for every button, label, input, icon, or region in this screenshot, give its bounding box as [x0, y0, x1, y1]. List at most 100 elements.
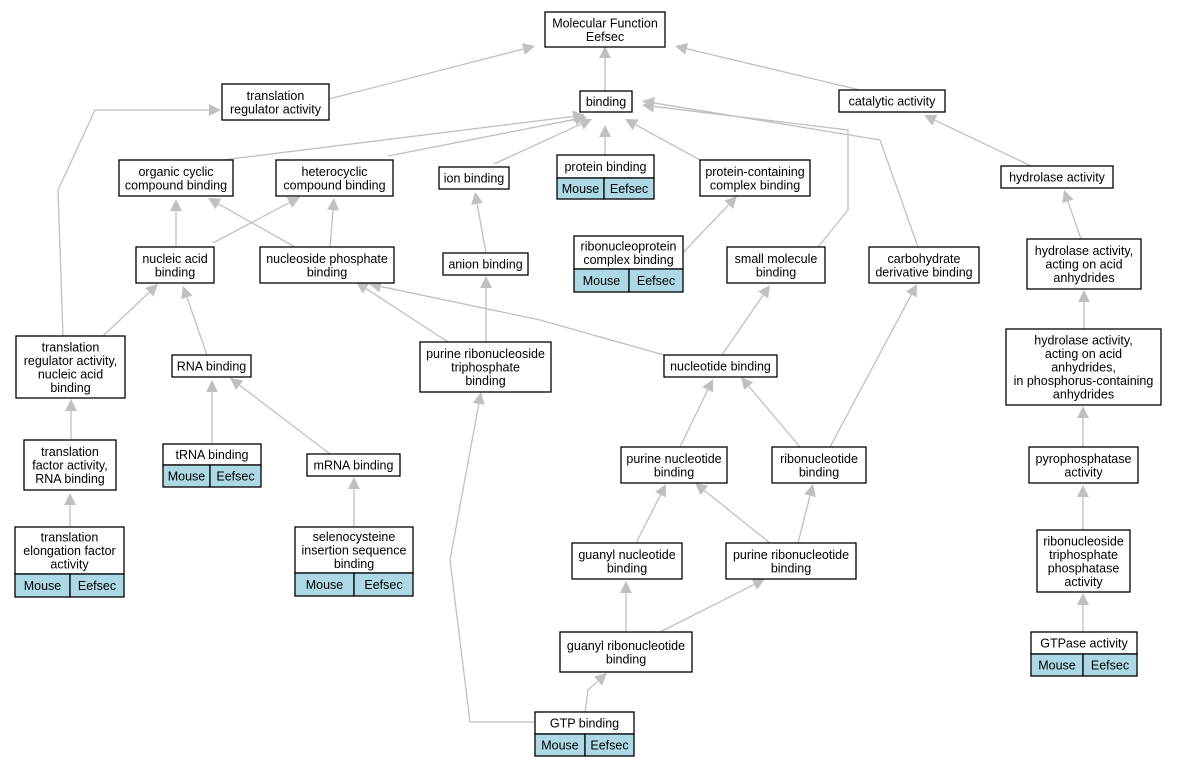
node-box	[726, 246, 826, 284]
node-label-line: acting on acid	[1045, 258, 1122, 272]
node-box	[275, 159, 394, 197]
node-label-line: nucleic acid	[142, 252, 207, 266]
edge-line	[329, 209, 334, 248]
arrowhead-icon	[758, 285, 770, 299]
node-label-line: derivative binding	[875, 265, 972, 279]
node-hydrolase-activity[interactable]: hydrolase activity	[1000, 165, 1114, 189]
node-box	[221, 83, 330, 121]
annotation-gene-cell	[209, 464, 262, 488]
node-label-line: compound binding	[283, 178, 385, 192]
node-label-line: binding	[606, 652, 646, 666]
edge-catalytic-activity-to-mf	[675, 42, 861, 91]
edge-hydrolase-acid-anhydrides-to-hydrolase-activity	[1062, 190, 1082, 240]
node-label-line: translation	[247, 89, 305, 103]
node-label-line: nucleic acid	[38, 367, 103, 381]
edge-translation-regulator-activity-to-mf	[328, 43, 535, 100]
edge-translation-regulator-nucleic-acid-to-nucleic-acid-binding	[102, 284, 158, 337]
node-label-line: binding	[155, 265, 195, 279]
arrowhead-icon	[751, 579, 765, 590]
arrowhead-icon	[599, 46, 611, 58]
arrowhead-icon	[472, 392, 485, 405]
node-box	[171, 354, 252, 378]
edge-nucleic-acid-binding-to-organic-cyclic-compound-binding	[170, 199, 182, 247]
edge-translation-factor-rna-to-translation-regulator-nucleic-acid	[65, 399, 77, 440]
node-box	[725, 542, 857, 580]
node-label-line: acting on acid	[1045, 347, 1122, 361]
node-label-line: binding	[334, 557, 374, 571]
node-box	[579, 90, 633, 113]
arrowhead-icon	[170, 199, 182, 211]
edge-line	[653, 102, 919, 248]
node-label-line: compound binding	[125, 178, 227, 192]
node-label-line: activity	[50, 558, 89, 572]
node-label-line: catalytic activity	[849, 95, 937, 109]
node-label-line: anhydrides	[1053, 388, 1114, 402]
annotation-species-label: Mouse	[168, 470, 206, 484]
annotation-species-label: Mouse	[24, 579, 62, 593]
edge-line	[682, 204, 730, 254]
node-rna-binding[interactable]: RNA binding	[171, 354, 252, 378]
node-hydrolase-phosphorus-anhydrides[interactable]: hydrolase activity,acting on acidanhydri…	[1005, 328, 1162, 406]
node-anion-binding[interactable]: anion binding	[442, 252, 529, 276]
node-label-line: GTP binding	[550, 717, 619, 731]
arrowhead-icon	[804, 484, 816, 498]
node-label-line: anion binding	[448, 258, 522, 272]
node-nucleotide-binding[interactable]: nucleotide binding	[663, 354, 778, 378]
node-ion-binding[interactable]: ion binding	[438, 166, 510, 190]
node-label-line: binding	[50, 381, 90, 395]
edge-line	[493, 123, 582, 165]
annotation-gene-label: Eefsec	[637, 274, 675, 288]
node-label-line: binding	[586, 95, 626, 109]
node-label-line: regulator activity,	[24, 354, 118, 368]
arrowhead-icon	[356, 282, 370, 294]
arrowhead-icon	[209, 104, 221, 116]
arrowhead-icon	[924, 114, 938, 126]
arrowhead-icon	[906, 284, 917, 298]
annotation-gene-label: Eefsec	[1091, 659, 1129, 673]
node-mrna-binding[interactable]: mRNA binding	[306, 453, 401, 477]
arrowhead-icon	[521, 43, 535, 55]
node-label-line: carbohydrate	[888, 252, 961, 266]
node-binding[interactable]: binding	[579, 90, 633, 113]
edge-ribonucleotide-binding-to-carbohydrate-derivative-binding	[829, 284, 917, 448]
arrowhead-icon	[230, 378, 244, 391]
edge-line	[102, 291, 150, 337]
node-hydrolase-acid-anhydrides[interactable]: hydrolase activity,acting on acidanhydri…	[1026, 238, 1142, 290]
node-label-line: anhydrides,	[1051, 361, 1116, 375]
edge-line	[239, 384, 331, 455]
node-label-line: binding	[607, 561, 647, 575]
node-label-line: complex binding	[583, 253, 673, 267]
edge-protein-binding-to-binding	[599, 125, 611, 155]
node-label-line: regulator activity	[230, 102, 322, 116]
node-catalytic-activity[interactable]: catalytic activity	[838, 89, 946, 113]
edge-line	[221, 115, 574, 161]
edge-mrna-binding-to-rna-binding	[230, 378, 331, 455]
annotation-species-label: Mouse	[306, 578, 344, 592]
node-ribonucleoside-triphosphate-phosphatase[interactable]: ribonucleosidetriphosphatephosphataseact…	[1036, 529, 1131, 593]
